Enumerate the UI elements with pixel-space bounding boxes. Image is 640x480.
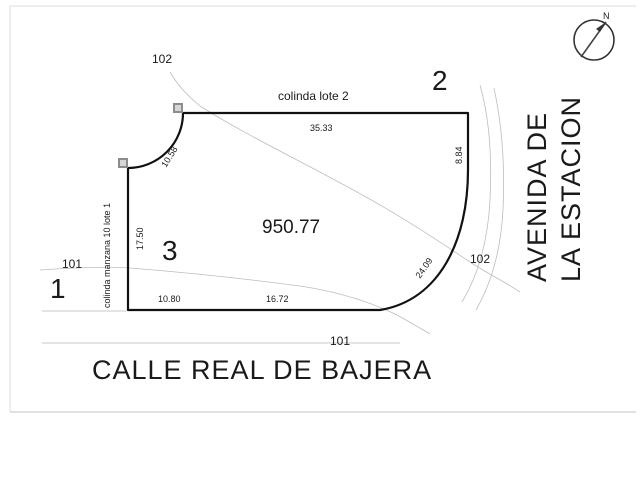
street-edges — [42, 310, 400, 344]
corner-marker-top — [173, 103, 183, 113]
street-name-south: CALLE REAL DE BAJERA — [92, 355, 432, 385]
north-arrow-icon: N — [573, 11, 615, 61]
lot-boundary — [126, 111, 470, 312]
grade-top-left: 102 — [152, 52, 172, 66]
lot-area: 950.77 — [262, 217, 320, 238]
neighbor-top-label: colinda lote 2 — [278, 89, 349, 103]
contour-lines — [39, 71, 521, 335]
dimension-left: 17.50 — [135, 227, 145, 250]
north-arrow-label: N — [603, 11, 610, 21]
dimension-right: 8.84 — [454, 146, 464, 164]
dimension-top: 35.33 — [310, 123, 333, 133]
dimension-bottom-right: 16.72 — [266, 294, 289, 304]
corner-marker-left — [118, 158, 128, 168]
street-name-east-line2: LA ESTACION — [556, 96, 586, 282]
grade-left: 101 — [62, 257, 82, 271]
dimension-bottom-left: 10.80 — [158, 294, 181, 304]
neighbor-left-label: colinda manzana 10 lote 1 — [102, 203, 112, 308]
lot-number: 3 — [162, 235, 178, 266]
neighbor-lot-number-top: 2 — [432, 65, 448, 96]
street-name-east-line1: AVENIDA DE — [522, 112, 552, 282]
grade-bottom: 101 — [330, 334, 350, 348]
grade-right: 102 — [470, 252, 490, 266]
neighbor-lot-number-left: 1 — [50, 273, 66, 304]
